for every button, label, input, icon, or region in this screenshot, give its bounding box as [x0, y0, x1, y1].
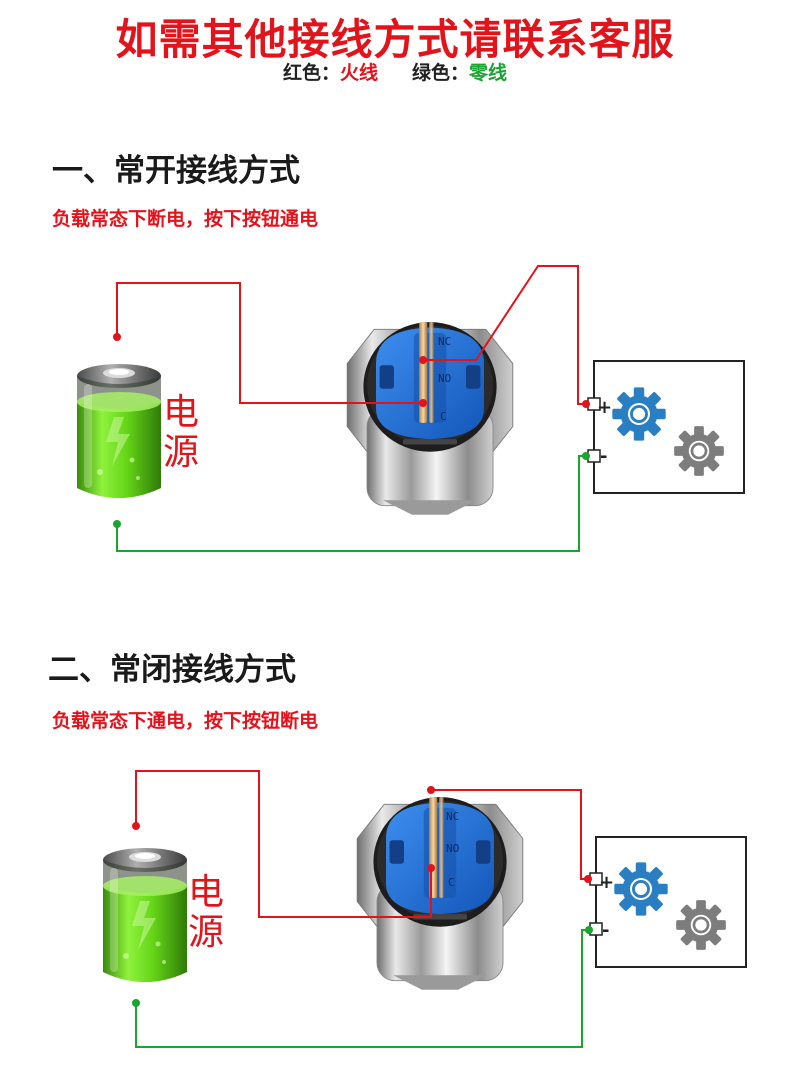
power-label-char-2: 源	[187, 912, 224, 953]
push-button-switch-icon	[356, 796, 524, 991]
fire-wire	[116, 282, 423, 404]
legend-red-label: 红色：	[282, 62, 340, 84]
section-2-diagram: NC NO C + -	[103, 770, 747, 1048]
power-label-char-1: 电	[162, 392, 199, 433]
plus-terminal-label: +	[597, 397, 612, 418]
section-2-title: 二、常闭接线方式	[48, 652, 296, 688]
section-2-subtitle: 负载常态下通电，按下按钮断电	[52, 710, 319, 732]
device-box	[595, 836, 747, 968]
neutral-wire	[116, 455, 586, 552]
terminal-label-no: NO	[446, 842, 459, 855]
terminal-label-no: NO	[438, 372, 451, 385]
gear-icon	[612, 860, 670, 918]
section-1-diagram: NC NO C + -	[77, 265, 745, 552]
legend-green-label: 绿色：	[412, 62, 470, 84]
terminal-label-c: C	[440, 410, 447, 423]
section-1-subtitle: 负载常态下断电，按下按钮通电	[52, 208, 319, 230]
terminal-label-nc: NC	[438, 335, 451, 348]
section-1-title: 一、常开接线方式	[52, 153, 300, 189]
power-label-char-2: 源	[162, 432, 199, 473]
battery-icon	[103, 848, 187, 982]
minus-terminal-label: -	[602, 920, 609, 941]
page-title: 如需其他接线方式请联系客服	[115, 15, 675, 64]
neutral-wire	[135, 929, 589, 1048]
fire-wire	[423, 265, 586, 405]
legend-green-value: 零线	[469, 62, 508, 84]
gear-icon	[672, 424, 726, 478]
section-2-power-label: 电 源	[184, 873, 228, 953]
gear-icon	[674, 898, 728, 952]
section-1-power-label: 电 源	[159, 393, 203, 473]
device-box	[593, 360, 745, 494]
power-label-char-1: 电	[187, 872, 224, 913]
fire-wire	[135, 770, 432, 918]
push-button-switch-icon	[346, 321, 514, 516]
legend-red-value: 火线	[339, 62, 378, 84]
minus-terminal-label: -	[600, 446, 607, 467]
plus-terminal-label: +	[599, 872, 614, 893]
terminal-label-c: C	[448, 876, 455, 889]
terminal-label-nc: NC	[446, 810, 459, 823]
wire-color-legend: 红色：火线 绿色：零线	[0, 58, 790, 85]
battery-icon	[77, 364, 161, 498]
gear-icon	[610, 385, 668, 443]
